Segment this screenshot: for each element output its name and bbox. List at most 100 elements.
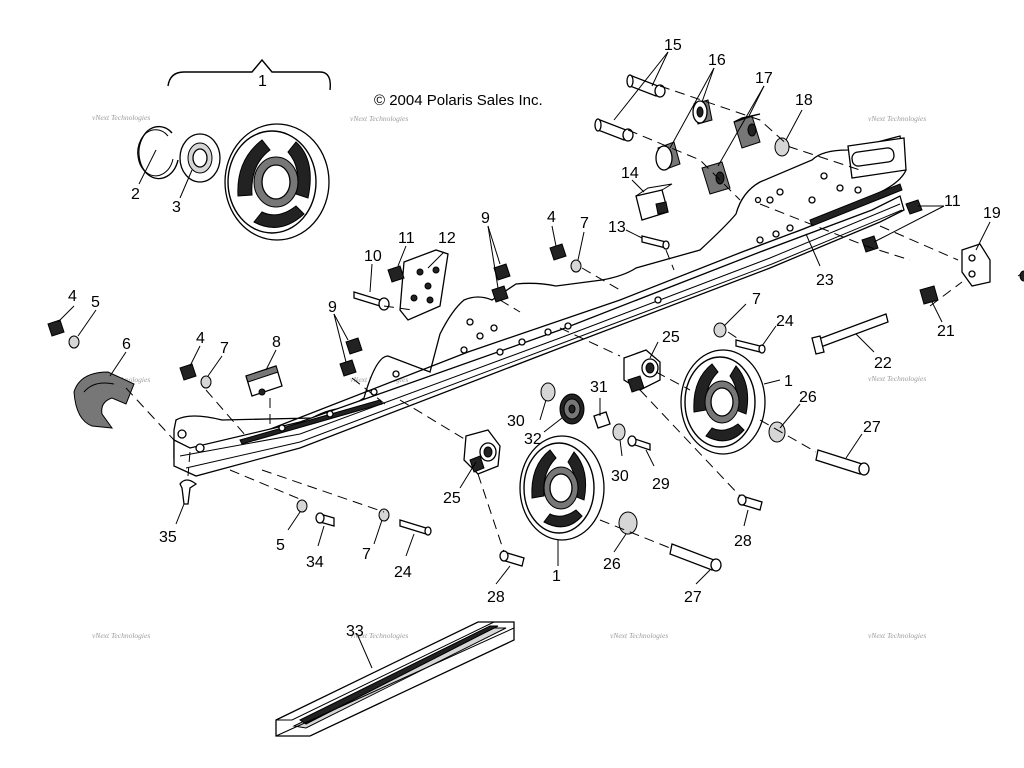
snap-ring <box>138 125 179 180</box>
washer-30b <box>612 423 626 441</box>
callout-label: 12 <box>438 230 456 247</box>
nut-9 <box>493 263 511 281</box>
bolt-15a <box>629 75 659 97</box>
hub-32 <box>559 393 585 425</box>
watermark: vNext Technologies <box>868 374 926 383</box>
bolt-24b <box>399 519 427 535</box>
block-17b <box>701 161 731 195</box>
callout-label: 7 <box>220 340 229 357</box>
nut-11 <box>905 199 923 215</box>
rail-body <box>173 135 907 465</box>
callout-label: 18 <box>795 92 813 109</box>
callout-label: 19 <box>983 205 1001 222</box>
washer-7 <box>200 375 212 389</box>
callout-label: 16 <box>708 52 726 69</box>
callout-label: 8 <box>272 334 281 351</box>
callout-label: 7 <box>362 546 371 563</box>
rail-flange <box>173 195 905 477</box>
callout-label: 26 <box>603 556 621 573</box>
bolt-15b <box>597 119 627 141</box>
callout-label: 5 <box>91 294 100 311</box>
callouts: 1 2 3 4 5 6 4 7 8 9 10 11 12 9 4 7 13 14… <box>68 37 1001 640</box>
nut-9 <box>345 337 363 355</box>
callout-label: 11 <box>944 193 961 210</box>
callout-label: 26 <box>799 389 817 406</box>
callout-label: 27 <box>684 589 702 606</box>
watermark: vNext Technologies <box>350 631 408 640</box>
axle-bolt-22 <box>815 313 889 349</box>
callout-label: 31 <box>590 379 608 396</box>
callout-label: 4 <box>547 209 556 226</box>
nut-4 <box>179 363 197 381</box>
callout-label: 15 <box>664 37 682 54</box>
screw-10 <box>353 291 381 307</box>
callout-label: 2 <box>131 186 140 203</box>
watermark: vNext Technologies <box>92 631 150 640</box>
callout-label: 28 <box>734 533 752 550</box>
nut-9 <box>339 359 357 377</box>
idler-wheel-top <box>224 123 330 241</box>
callout-label: 9 <box>328 299 337 316</box>
bracket-25b <box>463 429 501 475</box>
washer-26b <box>618 511 638 535</box>
callout-label: 32 <box>524 431 542 448</box>
nut-4 <box>549 243 567 261</box>
callout-label: 21 <box>937 323 955 340</box>
callout-label: 14 <box>621 165 639 182</box>
callout-label: 4 <box>68 288 77 305</box>
washer-7 <box>713 322 727 338</box>
washer-5 <box>68 335 80 349</box>
watermark: vNext Technologies <box>350 114 408 123</box>
spacer-16a <box>692 99 713 125</box>
rail-holes <box>278 172 862 432</box>
callout-label: 5 <box>276 537 285 554</box>
watermark: vNext Technologies <box>868 114 926 123</box>
bolt-27b <box>669 543 715 571</box>
nut-9 <box>491 285 509 303</box>
callout-label: 22 <box>874 355 892 372</box>
callout-label: 30 <box>611 468 629 485</box>
nut-4 <box>47 319 65 337</box>
washer-7 <box>378 508 390 522</box>
callout-label: 28 <box>487 589 505 606</box>
watermark: vNext Technologies <box>92 113 150 122</box>
watermark: vNext Technologies <box>868 631 926 640</box>
assembly-lines <box>125 85 963 553</box>
callout-label: 27 <box>863 419 881 436</box>
nut-11 <box>387 265 405 283</box>
nut-21 <box>919 285 939 305</box>
callout-label: 10 <box>364 248 382 265</box>
washer-18 <box>774 137 790 157</box>
callout-label: 1 <box>258 73 267 90</box>
callout-label: 17 <box>755 70 773 87</box>
slide-rail <box>173 135 907 477</box>
callout-label: 23 <box>816 272 834 289</box>
callout-label: 33 <box>346 623 364 640</box>
callout-label: 24 <box>394 564 412 581</box>
callout-label: 30 <box>507 413 525 430</box>
callout-label: 13 <box>608 219 626 236</box>
callout-label: 3 <box>172 199 181 216</box>
wear-strip-33 <box>275 621 515 737</box>
washer-5 <box>296 499 308 513</box>
bolt-27a <box>815 449 863 475</box>
group-bracket <box>167 58 331 91</box>
idler-wheel-mid <box>680 349 766 455</box>
callout-label: 7 <box>580 215 589 232</box>
rivet-35 <box>179 479 198 505</box>
callout-label: 29 <box>652 476 670 493</box>
callout-label: 9 <box>481 210 490 227</box>
idler-wheel-low <box>519 435 605 541</box>
callout-label: 4 <box>196 330 205 347</box>
washer-30a <box>540 382 556 402</box>
callout-label: 34 <box>306 554 324 571</box>
callout-label: 35 <box>159 529 177 546</box>
callout-label: 7 <box>752 291 761 308</box>
washer-7 <box>570 259 582 273</box>
nut-11 <box>861 235 879 253</box>
callout-label: 25 <box>443 490 461 507</box>
front-bumper <box>73 371 135 429</box>
bracket-25a <box>623 349 661 393</box>
callout-label: 24 <box>776 313 794 330</box>
